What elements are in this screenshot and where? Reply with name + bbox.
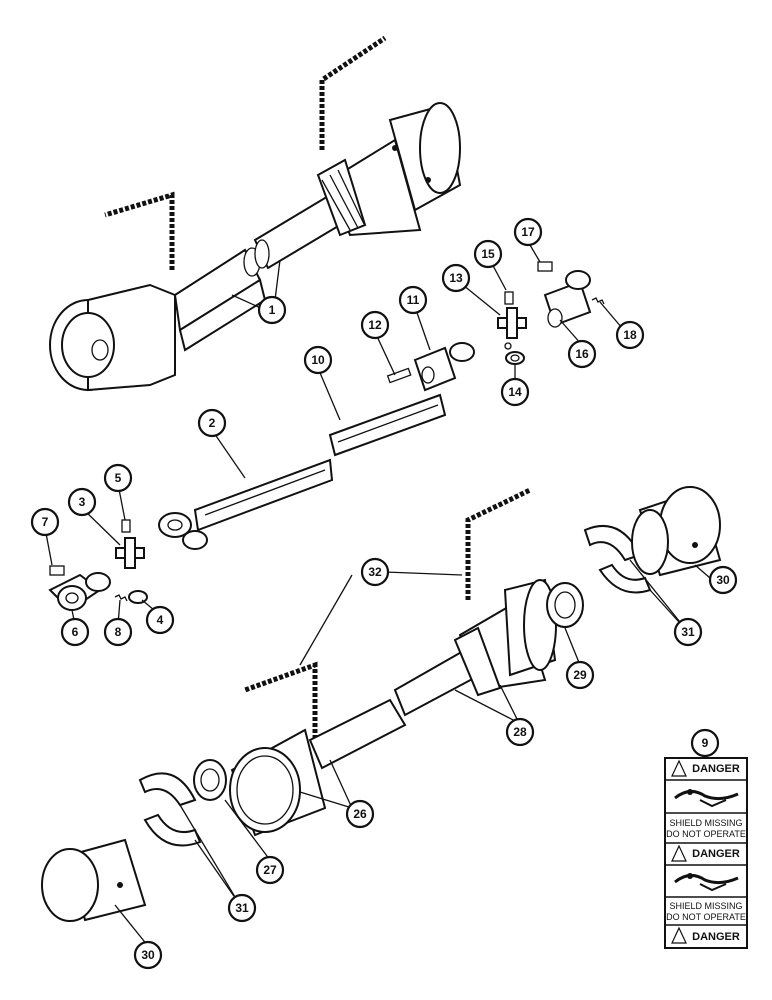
warning-text-2-line1: SHIELD MISSING (669, 901, 742, 911)
lower-chain-left (244, 661, 318, 745)
callout-15: 15 (473, 239, 503, 269)
svg-text:17: 17 (521, 225, 535, 239)
yoke-lower-left (48, 519, 148, 612)
inner-shaft (328, 393, 447, 457)
upper-chain-right (319, 35, 387, 150)
svg-text:2: 2 (209, 416, 216, 430)
svg-text:30: 30 (716, 573, 730, 587)
bearing-ring-left (193, 759, 227, 801)
outer-shaft (193, 458, 334, 532)
callout-28: 28 (505, 717, 535, 747)
callout-18: 18 (615, 320, 645, 350)
entanglement-pictogram-icon (674, 873, 739, 892)
svg-text:1: 1 (269, 303, 276, 317)
callout-30-left: 30 (133, 940, 163, 970)
callout-3: 3 (67, 487, 97, 517)
svg-text:32: 32 (368, 565, 382, 579)
svg-text:3: 3 (79, 495, 86, 509)
callout-1: 1 (257, 295, 287, 325)
danger-label-3: DANGER (692, 931, 740, 943)
callout-16: 16 (567, 339, 597, 369)
svg-text:26: 26 (353, 807, 367, 821)
callout-31-right: 31 (673, 617, 703, 647)
cross-bearing-kit-upper (497, 291, 527, 365)
svg-text:8: 8 (115, 625, 122, 639)
warning-text-2-line2: DO NOT OPERATE (666, 912, 746, 922)
bearing-ring-right (546, 582, 584, 628)
callout-4: 4 (145, 605, 175, 635)
end-cap-left (41, 838, 147, 922)
svg-text:12: 12 (368, 318, 382, 332)
spring-upper (591, 297, 605, 305)
svg-text:30: 30 (141, 948, 155, 962)
callout-27: 27 (255, 855, 285, 885)
svg-text:11: 11 (407, 293, 420, 307)
inner-shaft-assembly (158, 342, 475, 550)
upper-shield-assembly (49, 35, 462, 392)
roll-pin (386, 367, 412, 384)
callout-30-right: 30 (708, 565, 738, 595)
decal-border (664, 757, 748, 949)
warning-triangle-icon (671, 759, 687, 777)
callout-14: 14 (500, 377, 530, 407)
yoke-upper-right (537, 261, 605, 328)
upper-right-bell-end (419, 102, 461, 194)
lower-chain-right (465, 487, 532, 600)
inner-yoke (413, 346, 457, 392)
callout-11: 11 (398, 285, 428, 315)
warning-triangle-icon (671, 926, 687, 944)
entanglement-pictogram-icon (674, 789, 739, 808)
callout-6: 6 (60, 617, 90, 647)
danger-label-1: DANGER (692, 763, 740, 775)
leader-lines (44, 244, 711, 947)
callout-17: 17 (513, 217, 543, 247)
callout-12: 12 (360, 310, 390, 340)
svg-text:31: 31 (681, 625, 695, 639)
svg-text:31: 31 (235, 901, 249, 915)
svg-text:9: 9 (702, 736, 709, 750)
grease-fitting-upper (504, 291, 514, 305)
svg-text:13: 13 (449, 271, 463, 285)
warning-triangle-icon (671, 844, 687, 862)
svg-text:10: 10 (311, 353, 325, 367)
svg-text:7: 7 (42, 515, 49, 529)
callout-5: 5 (103, 463, 133, 493)
warning-text-1-line1: SHIELD MISSING (669, 818, 742, 828)
callout-9: 9 (690, 728, 720, 758)
svg-text:15: 15 (481, 247, 495, 261)
end-cap-right (631, 486, 722, 577)
danger-label-2: DANGER (692, 848, 740, 860)
pin-upper (537, 261, 553, 272)
lower-outer-tube (308, 698, 407, 770)
svg-text:16: 16 (575, 347, 589, 361)
danger-decal: 9 DANGER SHIELD MISSING DO NOT OPERATE D… (664, 728, 748, 949)
callout-32: 32 (360, 557, 390, 587)
callout-10: 10 (303, 345, 333, 375)
svg-text:28: 28 (513, 725, 527, 739)
svg-text:29: 29 (573, 668, 587, 682)
svg-text:18: 18 (623, 328, 637, 342)
svg-text:5: 5 (115, 471, 122, 485)
callout-2: 2 (197, 408, 227, 438)
upper-chain-left (104, 191, 175, 270)
lower-shield-assembly (229, 487, 557, 837)
callout-8: 8 (103, 617, 133, 647)
grease-fitting-lower (121, 519, 131, 533)
svg-text:14: 14 (508, 385, 522, 399)
half-rings-left (138, 772, 202, 847)
callout-31-left: 31 (227, 893, 257, 923)
svg-text:4: 4 (157, 613, 164, 627)
spring-lower (114, 594, 128, 602)
callout-29: 29 (565, 660, 595, 690)
svg-text:27: 27 (263, 863, 277, 877)
callout-13: 13 (441, 263, 471, 293)
pin-lower (49, 565, 65, 576)
warning-text-1-line2: DO NOT OPERATE (666, 829, 746, 839)
callout-26: 26 (345, 799, 375, 829)
svg-text:6: 6 (72, 625, 79, 639)
callout-7: 7 (30, 507, 60, 537)
